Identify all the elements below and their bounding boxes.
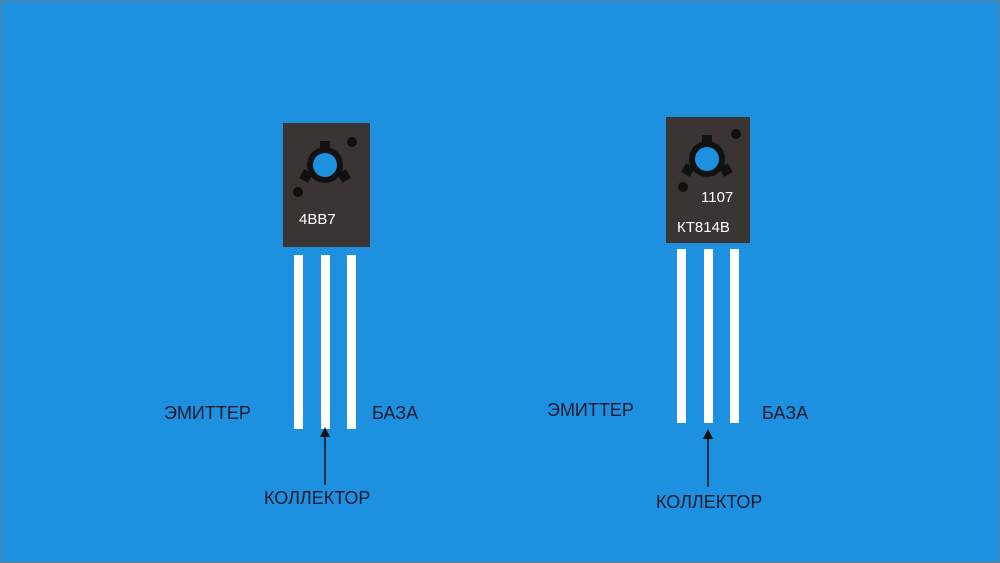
base-label: БАЗА <box>762 403 809 423</box>
base-lead <box>730 249 739 423</box>
marking-line-1: 1107 <box>701 189 734 206</box>
marking-dot <box>347 137 357 147</box>
arrow-up-icon <box>320 427 330 485</box>
marking-dot <box>731 129 741 139</box>
base-label: БАЗА <box>372 403 419 423</box>
marking-dot <box>678 182 688 192</box>
collector-label: КОЛЛЕКТОР <box>656 492 763 512</box>
base-lead <box>347 255 356 429</box>
marking-line-1: 4BB7 <box>299 211 336 228</box>
emitter-lead <box>677 249 686 423</box>
mounting-hole-icon <box>681 135 733 177</box>
marking-dot <box>293 187 303 197</box>
collector-lead <box>321 255 330 429</box>
collector-lead <box>704 249 713 423</box>
mounting-hole-icon <box>299 141 351 183</box>
emitter-lead <box>294 255 303 429</box>
arrow-up-icon <box>703 429 713 487</box>
marking-line-2: КТ814В <box>677 219 730 236</box>
emitter-label: ЭМИТТЕР <box>164 403 251 423</box>
emitter-label: ЭМИТТЕР <box>547 400 634 420</box>
collector-label: КОЛЛЕКТОР <box>264 488 371 508</box>
